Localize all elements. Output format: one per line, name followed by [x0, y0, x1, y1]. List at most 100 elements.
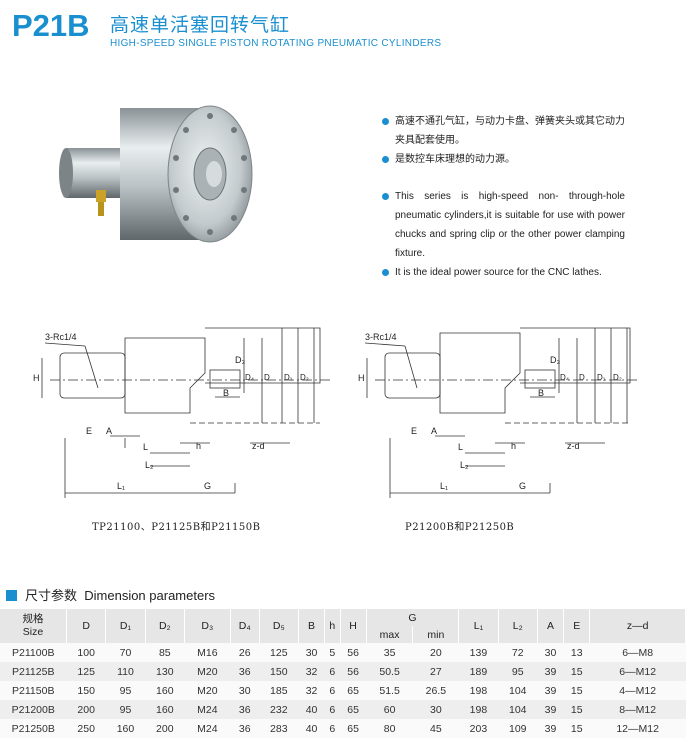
title-en: HIGH-SPEED SINGLE PISTON ROTATING PNEUMA… [110, 38, 442, 49]
table-cell: 160 [105, 719, 146, 738]
bullet-dot-icon [382, 269, 389, 276]
table-cell: 20 [412, 643, 459, 662]
table-cell: M16 [184, 643, 231, 662]
col-header: D₃ [184, 609, 231, 643]
port-label: 3-Rc1/4 [45, 332, 77, 342]
table-cell: 45 [412, 719, 459, 738]
feature-item: This series is high-speed non- through-h… [380, 187, 625, 263]
svg-text:L: L [143, 442, 148, 452]
table-cell: 15 [563, 719, 590, 738]
table-cell: 5 [324, 643, 340, 662]
table-cell: 39 [537, 681, 564, 700]
svg-text:D₂: D₂ [300, 373, 309, 382]
table-cell: 15 [563, 700, 590, 719]
table-cell: 6 [324, 662, 340, 681]
svg-text:D₃: D₃ [550, 355, 560, 365]
table-cell: 65 [340, 700, 367, 719]
col-subheader: max [366, 626, 414, 643]
table-cell: 200 [145, 719, 185, 738]
table-cell: 15 [563, 681, 590, 700]
svg-text:3-Rc1/4: 3-Rc1/4 [365, 332, 397, 342]
title-cn: 高速单活塞回转气缸 [110, 14, 291, 36]
table-cell: 95 [105, 681, 146, 700]
svg-text:D₄: D₄ [560, 373, 569, 382]
svg-text:A: A [106, 426, 112, 436]
table-cell: 80 [366, 719, 413, 738]
table-cell: 139 [458, 643, 499, 662]
table-cell: 189 [458, 662, 499, 681]
table-cell: M20 [184, 662, 231, 681]
col-header: B [298, 609, 326, 643]
table-cell: 203 [458, 719, 499, 738]
table-cell: 104 [498, 681, 538, 700]
table-cell: 36 [230, 700, 260, 719]
col-header: D₂ [145, 609, 185, 643]
col-header: L₁ [458, 609, 499, 643]
col-header: D₁ [105, 609, 146, 643]
svg-text:D₃: D₃ [235, 355, 245, 365]
feature-list: 高速不通孔气缸，与动力卡盘、弹簧夹头或其它动力夹具配套使用。 是数控车床理想的动… [380, 112, 625, 282]
svg-text:h: h [511, 441, 516, 451]
product-code: P21B [12, 8, 90, 43]
svg-text:D₁: D₁ [284, 373, 293, 382]
svg-text:H: H [358, 373, 365, 383]
table-cell: 198 [458, 681, 499, 700]
table-cell: 6 [324, 700, 340, 719]
table-cell: 12—M12 [589, 719, 686, 738]
table-cell: 150 [259, 662, 299, 681]
col-header: h [324, 609, 341, 643]
svg-text:L: L [458, 442, 463, 452]
table-cell: 40 [298, 700, 325, 719]
table-cell: 60 [366, 700, 413, 719]
table-cell: 70 [105, 643, 146, 662]
svg-text:z-d: z-d [252, 441, 265, 451]
table-cell: 150 [66, 681, 106, 700]
table-cell: 30 [298, 643, 325, 662]
table-cell: 130 [145, 662, 185, 681]
section-heading: 尺寸参数 Dimension parameters [6, 585, 215, 604]
table-cell: 160 [145, 700, 185, 719]
table-cell: 15 [563, 662, 590, 681]
table-cell: M20 [184, 681, 231, 700]
col-header: z—d [589, 609, 686, 643]
table-cell: 39 [537, 719, 564, 738]
col-header: D [66, 609, 107, 643]
table-cell: 35 [366, 643, 413, 662]
technical-drawings: 3-Rc1/4 H E A L L₂ L₁ G B h z-d D₃ D₄ D … [30, 318, 650, 518]
table-cell: 250 [66, 719, 106, 738]
svg-text:h: h [196, 441, 201, 451]
table-cell: 95 [105, 700, 146, 719]
svg-text:D₄: D₄ [245, 373, 254, 382]
table-cell: 85 [145, 643, 185, 662]
table-cell: 26.5 [412, 681, 459, 700]
table-cell: 6—M12 [589, 662, 686, 681]
product-image [58, 80, 258, 260]
table-cell: 72 [498, 643, 538, 662]
table-cell: 65 [340, 681, 367, 700]
table-cell: 51.5 [366, 681, 413, 700]
table-cell: 56 [340, 643, 367, 662]
table-cell: 100 [66, 643, 106, 662]
table-cell: 65 [340, 719, 367, 738]
drawing-caption-right: P21200B和P21250B [405, 522, 515, 533]
col-header: D₄ [230, 609, 260, 643]
bullet-dot-icon [382, 193, 389, 200]
table-cell: P21200B [0, 700, 67, 719]
svg-text:D₁: D₁ [597, 373, 606, 382]
table-cell: 232 [259, 700, 299, 719]
table-cell: M24 [184, 719, 231, 738]
drawing-caption-left: TP21100、P21125B和P21150B [92, 522, 261, 533]
svg-text:D₂: D₂ [613, 373, 622, 382]
table-cell: 30 [537, 643, 564, 662]
col-subheader: min [412, 626, 460, 643]
table-cell: 200 [66, 700, 106, 719]
svg-text:E: E [411, 426, 417, 436]
table-cell: 50.5 [366, 662, 413, 681]
table-cell: 32 [298, 681, 325, 700]
table-cell: P21125B [0, 662, 67, 681]
